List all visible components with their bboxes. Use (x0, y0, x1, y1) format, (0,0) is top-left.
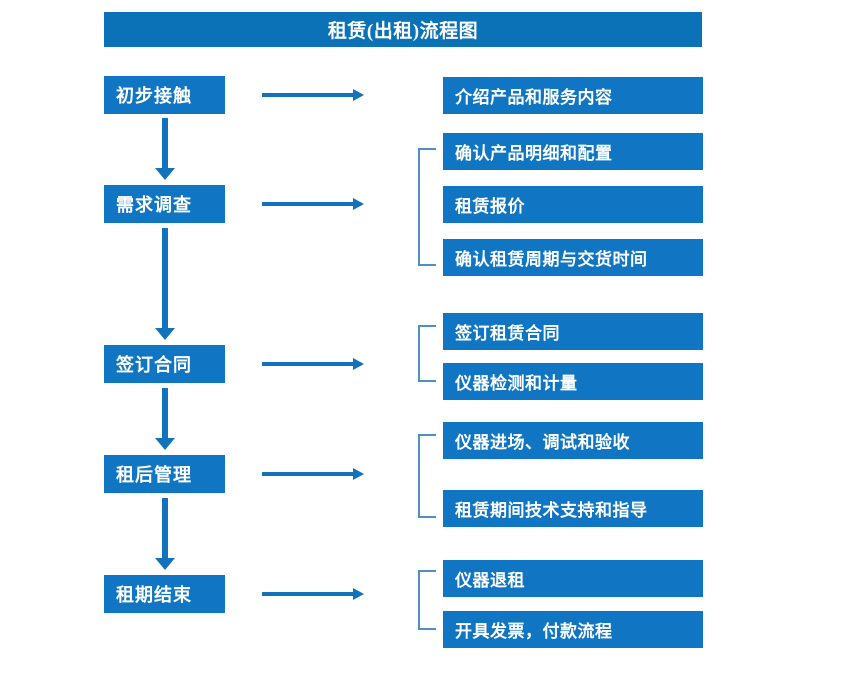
group-bracket-3 (418, 434, 436, 518)
branch-arrow-right-3 (262, 358, 364, 370)
stage-box-2[interactable]: 需求调查 (104, 185, 225, 223)
branch-arrow-right-5 (262, 588, 364, 600)
detail-box-3[interactable]: 租赁报价 (443, 186, 703, 223)
flow-arrow-down-3 (155, 388, 175, 450)
stage-box-5[interactable]: 租期结束 (104, 575, 225, 613)
branch-arrow-right-4 (262, 468, 364, 480)
stage-box-3[interactable]: 签订合同 (104, 345, 225, 383)
stage-box-1[interactable]: 初步接触 (104, 76, 225, 114)
page-title: 租赁(出租)流程图 (104, 12, 702, 47)
flow-arrow-down-2 (155, 228, 175, 340)
detail-box-10[interactable]: 开具发票，付款流程 (443, 611, 703, 648)
branch-arrow-right-2 (262, 198, 364, 210)
detail-box-1[interactable]: 介绍产品和服务内容 (443, 77, 703, 114)
flow-arrow-down-1 (155, 118, 175, 180)
detail-box-9[interactable]: 仪器退租 (443, 560, 703, 597)
detail-box-4[interactable]: 确认租赁周期与交货时间 (443, 239, 703, 276)
detail-box-7[interactable]: 仪器进场、调试和验收 (443, 422, 703, 459)
stage-box-4[interactable]: 租后管理 (104, 455, 225, 493)
detail-box-8[interactable]: 租赁期间技术支持和指导 (443, 490, 703, 527)
detail-box-2[interactable]: 确认产品明细和配置 (443, 133, 703, 170)
detail-box-6[interactable]: 仪器检测和计量 (443, 363, 703, 400)
branch-arrow-right-1 (262, 89, 364, 101)
detail-box-5[interactable]: 签订租赁合同 (443, 313, 703, 350)
group-bracket-2 (418, 325, 436, 382)
group-bracket-1 (418, 148, 436, 266)
group-bracket-4 (418, 570, 436, 630)
flow-arrow-down-4 (155, 498, 175, 570)
